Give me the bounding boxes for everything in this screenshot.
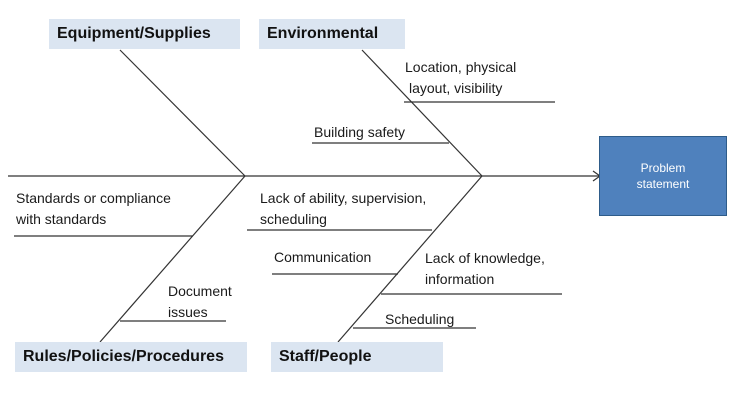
problem-statement-box: Problem statement [599, 136, 727, 216]
cause-lack-knowledge-line1: Lack of knowledge, [425, 250, 545, 266]
category-rules-policies-procedures: Rules/Policies/Procedures [15, 342, 247, 372]
cause-scheduling: Scheduling [385, 311, 455, 327]
bone-environmental [361, 49, 483, 177]
problem-statement-line1: Problem [640, 161, 686, 175]
cause-building-safety: Building safety [314, 124, 406, 140]
cause-document-line1: Document [168, 283, 232, 299]
category-equipment-supplies: Equipment/Supplies [49, 19, 240, 49]
cause-location-line1: Location, physical [405, 59, 517, 75]
cause-lack-knowledge-line2: information [425, 271, 495, 287]
cause-location-line2: layout, visibility [409, 80, 503, 96]
problem-statement-line2: statement [636, 177, 690, 191]
cause-lack-ability-line1: Lack of ability, supervision, [260, 190, 427, 206]
bone-staff [337, 175, 483, 343]
bone-equipment [119, 49, 246, 177]
cause-document-line2: issues [168, 304, 208, 320]
cause-lack-ability-line2: scheduling [260, 211, 327, 227]
category-staff-people: Staff/People [271, 342, 443, 372]
cause-communication: Communication [274, 249, 372, 265]
cause-standards-line1: Standards or compliance [16, 190, 171, 206]
cause-standards-line2: with standards [16, 211, 107, 227]
category-environmental: Environmental [259, 19, 405, 49]
bone-rules [99, 175, 246, 343]
